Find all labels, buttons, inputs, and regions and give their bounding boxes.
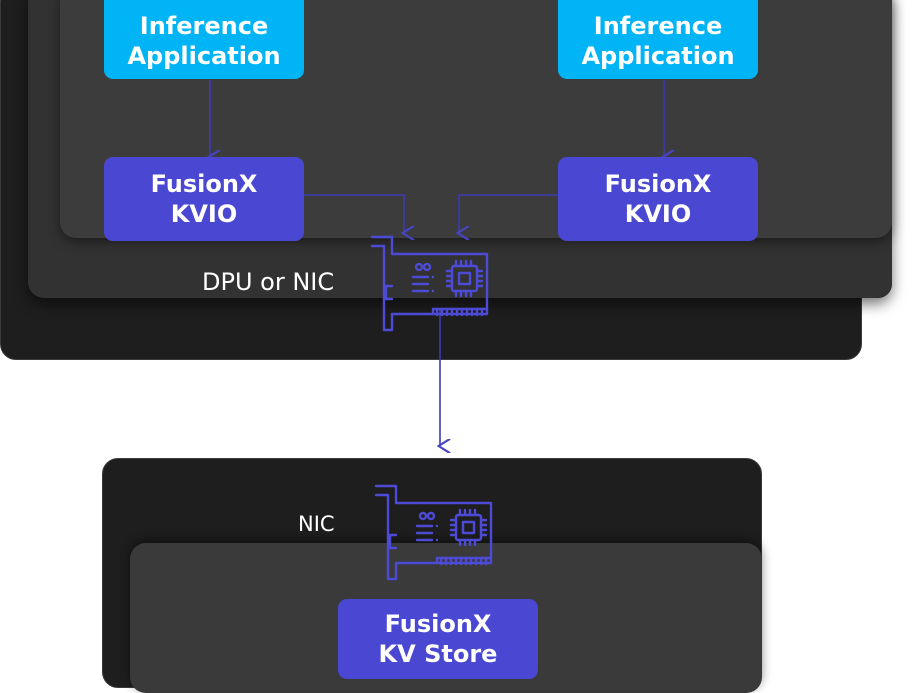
network-card-icon xyxy=(370,235,489,332)
nic-label: NIC xyxy=(298,512,335,536)
fusionx-kv-store-node: FusionX KV Store xyxy=(338,599,538,679)
node-label-line1: Inference xyxy=(593,11,723,40)
node-label-line2: KVIO xyxy=(624,200,692,228)
fusionx-kvio-right-node: FusionX KVIO xyxy=(558,157,758,241)
inference-application-right-node: Inference Application xyxy=(558,0,758,79)
inference-application-left-node: Inference Application xyxy=(104,0,304,79)
arrow-kvio-left-to-nic xyxy=(304,194,404,233)
node-label-line1: Inference xyxy=(139,11,269,40)
node-label-line2: KV Store xyxy=(378,640,498,668)
node-label-line2: KVIO xyxy=(170,200,238,228)
node-label-line1: FusionX xyxy=(150,170,258,198)
fusionx-kvio-left-node: FusionX KVIO xyxy=(104,157,304,241)
dpu-nic-label: DPU or NIC xyxy=(202,268,335,296)
node-label-line2: Application xyxy=(581,41,735,70)
connector-lines xyxy=(0,80,924,663)
node-label-line1: FusionX xyxy=(604,170,712,198)
arrow-kvio-right-to-nic xyxy=(459,194,558,233)
node-label-line2: Application xyxy=(127,41,281,70)
node-label-line1: FusionX xyxy=(384,610,492,638)
network-card-icon xyxy=(374,484,493,581)
